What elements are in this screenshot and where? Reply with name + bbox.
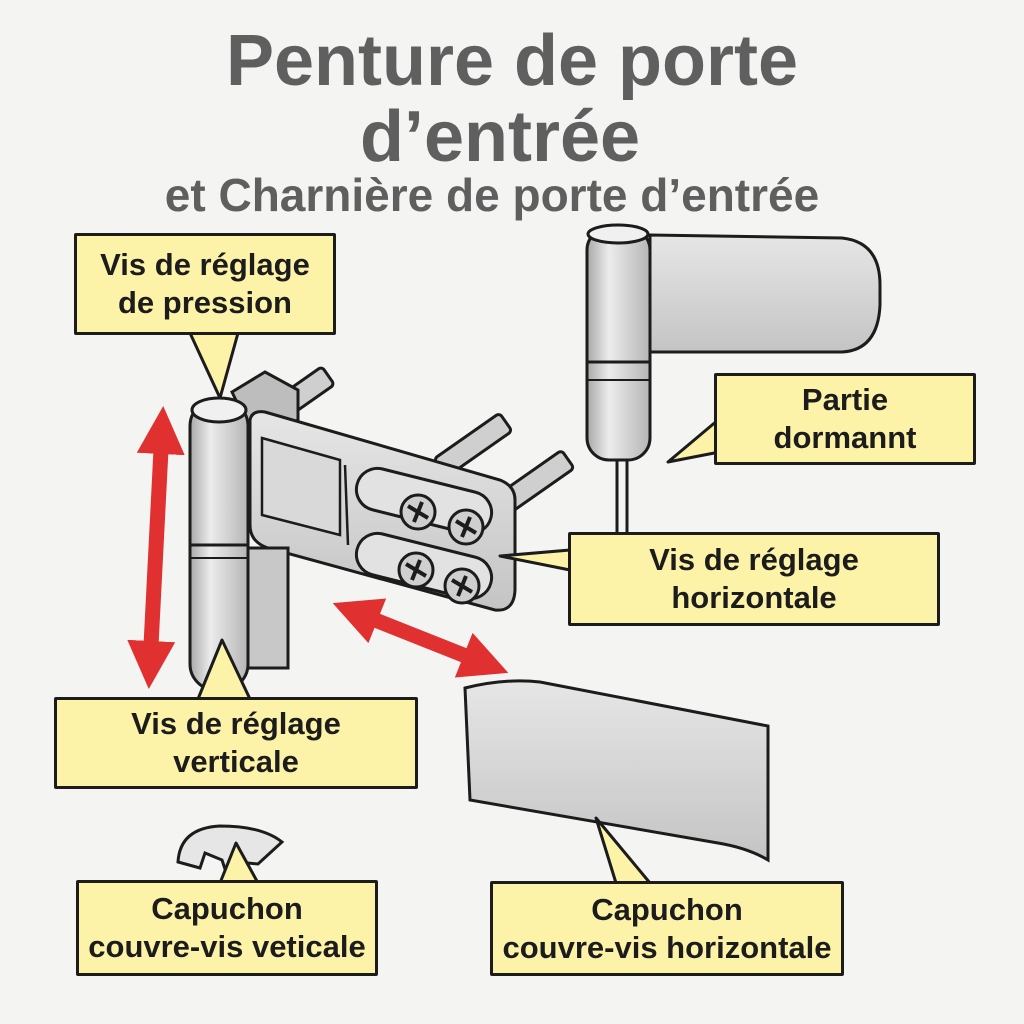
subtitle: et Charnière de porte d’entrée	[164, 169, 820, 221]
label-horizontal-screw: Vis de réglage horizontale	[568, 532, 940, 626]
label-vertical-screw-line2: verticale	[173, 744, 299, 779]
label-horizontal-cap-line2: couvre-vis horizontale	[502, 929, 832, 965]
title-line-2: d’entrée	[359, 97, 641, 177]
label-fixed-part-line2: dormannt	[773, 420, 917, 455]
fixed-part-frame-hinge	[585, 223, 882, 535]
title-line-1: Penture de porte	[225, 21, 799, 101]
label-horizontal-screw-line2: horizontale	[671, 580, 837, 615]
label-pressure-screw: Vis de réglage de pression	[74, 233, 336, 335]
label-horizontal-cap-line1: Capuchon	[591, 891, 743, 927]
label-horizontal-cap: Capuchon couvre-vis horizontale	[490, 881, 844, 976]
label-pressure-screw-line2: de pression	[118, 285, 292, 320]
label-vertical-screw: Vis de réglage verticale	[54, 697, 418, 789]
label-vertical-cap-line2: couvre-vis veticale	[88, 929, 366, 964]
label-vertical-cap: Capuchon couvre-vis veticale	[76, 880, 378, 976]
vertical-adjust-arrow	[127, 406, 185, 689]
label-fixed-part-line1: Partie	[801, 382, 889, 417]
hinge-body	[188, 366, 575, 692]
label-vertical-cap-line1: Capuchon	[151, 891, 303, 926]
callout-pointers	[188, 332, 741, 884]
label-pressure-screw-line1: Vis de réglage	[100, 247, 310, 282]
horizontal-adjust-arrow	[332, 598, 509, 678]
horizontal-cover-cap	[463, 679, 770, 863]
label-fixed-part: Partie dormannt	[714, 373, 976, 465]
label-horizontal-screw-line1: Vis de réglage	[649, 542, 859, 577]
screw-head-icon	[397, 493, 485, 605]
label-vertical-screw-line1: Vis de réglage	[131, 706, 341, 741]
